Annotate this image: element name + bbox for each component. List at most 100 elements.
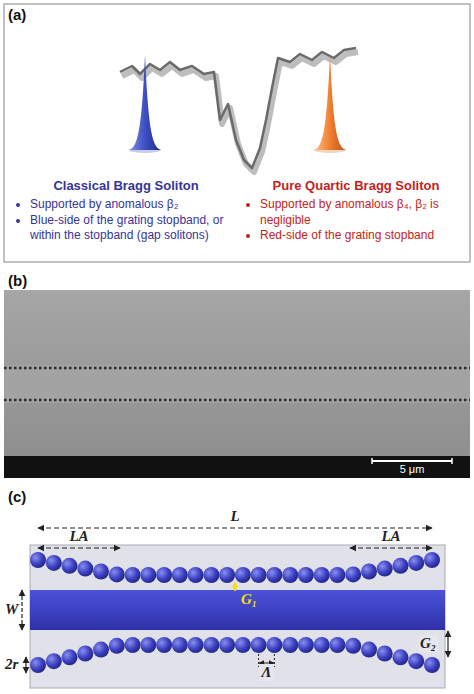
hole-circle: [62, 558, 78, 574]
hole-circle: [109, 638, 125, 654]
bullet-text: Supported by anomalous β₂: [30, 197, 178, 211]
bragg-soliton-pulse: [129, 55, 161, 150]
dimension-label: LA: [69, 528, 88, 545]
scale-bar: [371, 458, 373, 464]
hole-circle: [140, 637, 156, 653]
hole-circle: [377, 646, 393, 662]
dimension-label: W: [5, 601, 18, 618]
dimension-line: [38, 547, 120, 548]
hole-circle: [156, 637, 172, 653]
hole-circle: [345, 638, 361, 654]
scale-bar: [372, 460, 452, 462]
scale-label: 5 μm: [400, 463, 425, 475]
hole-circle: [125, 567, 141, 583]
hole-circle: [46, 653, 62, 669]
grating-spectrum: [120, 48, 356, 168]
pure-quartic-pulse: [314, 55, 346, 150]
dimension-label: 2r: [5, 656, 18, 673]
hole-circle: [235, 637, 251, 653]
hole-circle: [125, 637, 141, 653]
hole-circle: [62, 649, 78, 665]
hole-circle: [345, 566, 361, 582]
gap-arrow: [234, 582, 235, 591]
hole-circle: [46, 555, 62, 571]
bullet-text: Supported by anomalous β₄, β₂ is negligi…: [260, 197, 439, 227]
hole-circle: [251, 567, 267, 583]
column-title: Pure Quartic Bragg Soliton: [244, 178, 468, 193]
bullet-item: Blue-side of the grating stopband, or wi…: [30, 213, 238, 244]
sem-info-bar: [4, 456, 470, 478]
hole-circle: [329, 567, 345, 583]
hole-circle: [424, 657, 440, 673]
extension-line: [274, 654, 275, 667]
hole-rows: [30, 552, 440, 673]
hole-circle: [266, 637, 282, 653]
hole-circle: [235, 567, 251, 583]
hole-circle: [203, 567, 219, 583]
sem-waveguide: [4, 365, 470, 403]
hole-circle: [361, 564, 377, 580]
dimension-line: [350, 547, 432, 548]
dimension-label: Λ: [259, 664, 273, 681]
text-column: Pure Quartic Bragg Soliton Supported by …: [244, 178, 468, 244]
bullet-list: Supported by anomalous β₄, β₂ is negligi…: [244, 197, 468, 244]
hole-circle: [266, 567, 282, 583]
panel-label: (c): [8, 488, 26, 505]
hole-circle: [329, 637, 345, 653]
dimension-label: G₁: [241, 591, 257, 608]
bullet-text: Blue-side of the grating stopband, or wi…: [30, 213, 223, 243]
hole-circle: [282, 637, 298, 653]
panel-frame: [4, 4, 470, 262]
hole-circle: [377, 561, 393, 577]
hole-circle: [140, 567, 156, 583]
dimension-line: [25, 657, 26, 673]
hole-circle: [298, 637, 314, 653]
bullet-item: Supported by anomalous β₄, β₂ is negligi…: [260, 197, 468, 228]
hole-circle: [188, 567, 204, 583]
sem-image: [4, 290, 470, 478]
bullet-item: Red-side of the grating stopband: [260, 228, 468, 244]
hole-circle: [77, 561, 93, 577]
bullet-list: Supported by anomalous β₂ Blue-side of t…: [14, 197, 238, 244]
hole-circle: [172, 637, 188, 653]
spectrum-shadow: [122, 52, 358, 172]
hole-circle: [109, 566, 125, 582]
dimension-label: LA: [381, 528, 400, 545]
dimension-label: G₂: [418, 635, 438, 652]
hole-circle: [314, 567, 330, 583]
hole-circle: [282, 567, 298, 583]
dimension-line: [38, 527, 432, 528]
bullet-item: Supported by anomalous β₂: [30, 197, 238, 213]
hole-circle: [298, 567, 314, 583]
hole-circle: [219, 637, 235, 653]
hole-circle: [314, 637, 330, 653]
text-column: Classical Bragg Soliton Supported by ano…: [14, 178, 238, 244]
sem-hole-row: [4, 399, 470, 402]
column-title: Classical Bragg Soliton: [14, 178, 238, 193]
hole-circle: [30, 552, 46, 568]
hole-circle: [172, 567, 188, 583]
hole-circle: [93, 564, 109, 580]
dimension-line: [447, 631, 448, 657]
hole-circle: [77, 646, 93, 662]
hole-circle: [203, 637, 219, 653]
panel-label: (b): [8, 272, 27, 289]
hole-circle: [30, 657, 46, 673]
hole-circle: [408, 653, 424, 669]
hole-circle: [393, 649, 409, 665]
hole-circle: [393, 558, 409, 574]
scale-bar: [451, 458, 453, 464]
hole-circle: [361, 642, 377, 658]
hole-circle: [408, 555, 424, 571]
cladding: [30, 545, 445, 688]
hole-circle: [188, 637, 204, 653]
hole-circle: [156, 567, 172, 583]
sem-hole-row: [4, 367, 470, 370]
bullet-text: Red-side of the grating stopband: [260, 228, 434, 242]
hole-circle: [424, 552, 440, 568]
dimension-line: [21, 590, 22, 630]
hole-circle: [251, 637, 267, 653]
dimension-label: L: [230, 508, 239, 525]
